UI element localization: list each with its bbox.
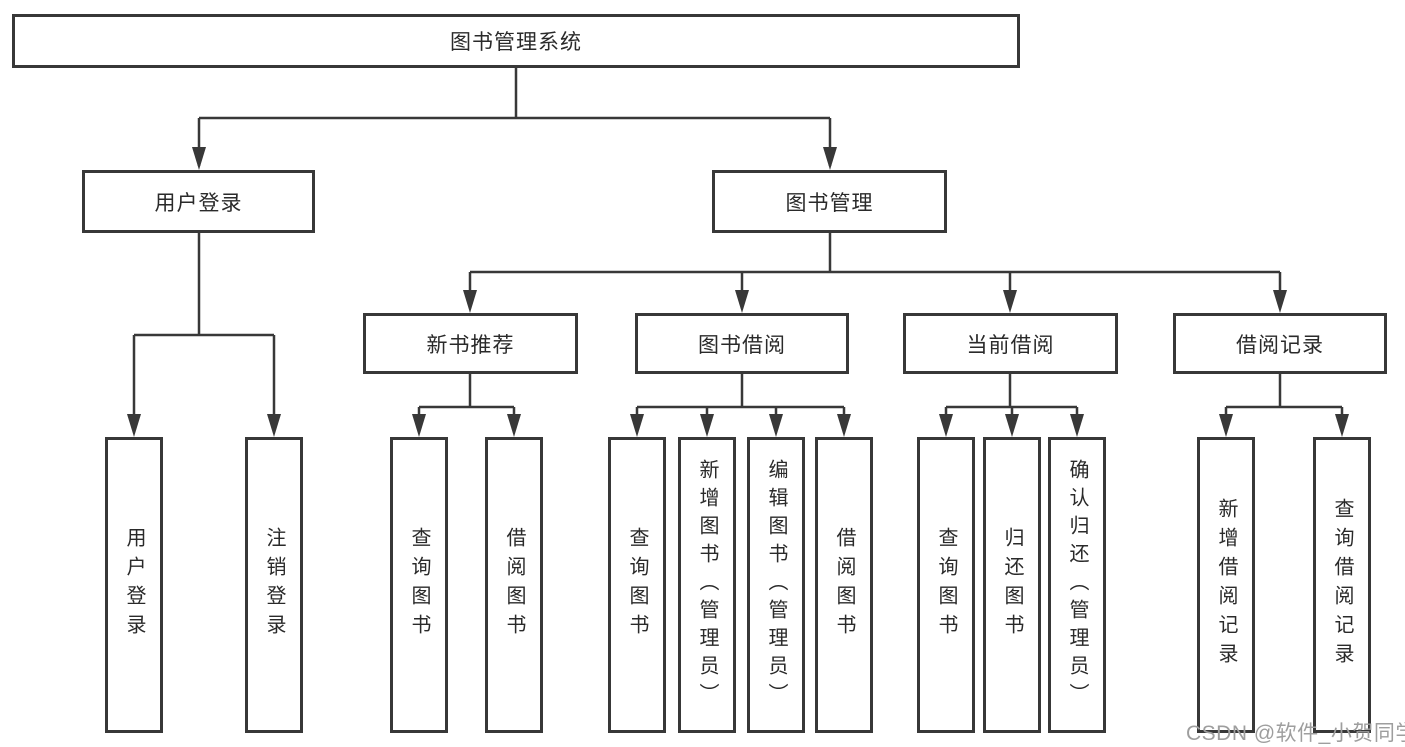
- node-book-management: 图书管理: [712, 170, 947, 233]
- leaf-label: 编辑图书（管理员）: [765, 459, 787, 711]
- node-label: 图书管理系统: [450, 31, 582, 54]
- node-label: 借阅记录: [1236, 333, 1324, 357]
- leaf-confirm-return-admin: 确认归还（管理员）: [1048, 437, 1106, 733]
- leaf-label: 查询图书: [626, 527, 648, 643]
- leaf-return-book: 归还图书: [983, 437, 1041, 733]
- leaf-borrow-books: 借阅图书: [815, 437, 873, 733]
- node-user-login: 用户登录: [82, 170, 315, 233]
- node-label: 图书借阅: [698, 333, 786, 357]
- node-current-borrowing: 当前借阅: [903, 313, 1118, 374]
- leaf-user-login: 用户登录: [105, 437, 163, 733]
- leaf-query-borrow-record: 查询借阅记录: [1313, 437, 1371, 733]
- leaf-edit-book-admin: 编辑图书（管理员）: [747, 437, 805, 733]
- leaf-label: 查询图书: [408, 527, 430, 643]
- leaf-label: 新增借阅记录: [1215, 498, 1237, 672]
- leaf-query-books-current: 查询图书: [917, 437, 975, 733]
- leaf-label: 用户登录: [123, 527, 145, 643]
- leaf-logout: 注销登录: [245, 437, 303, 733]
- node-label: 新书推荐: [426, 333, 515, 357]
- leaf-label: 新增图书（管理员）: [696, 459, 718, 711]
- leaf-label: 确认归还（管理员）: [1066, 459, 1088, 711]
- leaf-label: 查询图书: [935, 527, 957, 643]
- node-book-borrowing: 图书借阅: [635, 313, 849, 374]
- leaf-label: 注销登录: [263, 527, 285, 643]
- csdn-watermark: CSDN @软件_小贺同学: [1186, 722, 1405, 745]
- node-label: 当前借阅: [966, 333, 1055, 357]
- leaf-query-books-borrow: 查询图书: [608, 437, 666, 733]
- leaf-label: 借阅图书: [833, 527, 855, 643]
- node-new-book-recommend: 新书推荐: [363, 313, 578, 374]
- leaf-label: 查询借阅记录: [1331, 498, 1353, 672]
- node-label: 用户登录: [154, 191, 243, 215]
- leaf-borrow-books-recommend: 借阅图书: [485, 437, 543, 733]
- node-library-management-system: 图书管理系统: [12, 14, 1020, 68]
- leaf-label: 归还图书: [1001, 527, 1023, 643]
- leaf-add-borrow-record: 新增借阅记录: [1197, 437, 1255, 733]
- node-label: 图书管理: [785, 191, 874, 215]
- node-borrowing-records: 借阅记录: [1173, 313, 1387, 374]
- leaf-add-book-admin: 新增图书（管理员）: [678, 437, 736, 733]
- leaf-label: 借阅图书: [503, 527, 525, 643]
- leaf-query-books-recommend: 查询图书: [390, 437, 448, 733]
